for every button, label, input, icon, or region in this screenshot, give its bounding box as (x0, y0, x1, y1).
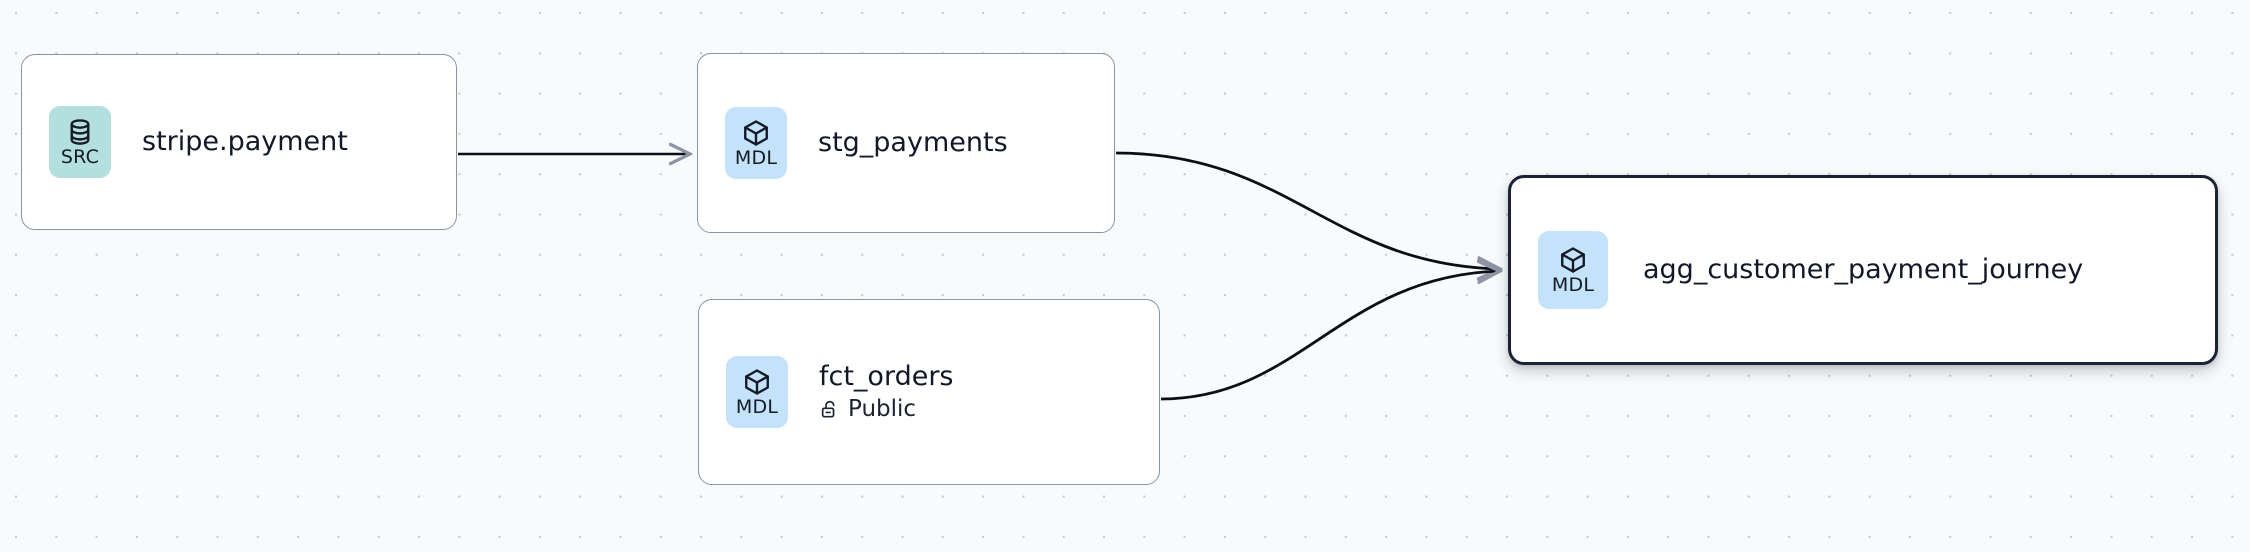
model-badge-label: MDL (735, 396, 779, 418)
node-visibility: Public (819, 397, 954, 421)
model-badge: MDL (725, 107, 787, 179)
edge-fct-to-agg (1160, 271, 1500, 401)
database-icon (65, 117, 95, 147)
model-badge-label: MDL (1551, 274, 1595, 296)
source-badge-label: SRC (60, 146, 100, 168)
node-body: fct_orders Public (819, 360, 954, 421)
node-fct-orders[interactable]: MDL fct_orders Public (698, 299, 1160, 485)
source-badge: SRC (49, 106, 111, 178)
cube-icon (742, 367, 772, 397)
node-body: stripe.payment (142, 125, 348, 157)
model-badge: MDL (726, 356, 788, 428)
node-visibility-label: Public (848, 396, 917, 423)
node-body: stg_payments (818, 126, 1008, 158)
model-badge: MDL (1538, 231, 1608, 309)
node-title: stripe.payment (142, 125, 348, 157)
cube-icon (741, 118, 771, 148)
node-agg-customer-payment-journey[interactable]: MDL agg_customer_payment_journey (1508, 175, 2218, 365)
node-title: fct_orders (819, 360, 954, 392)
model-badge-label: MDL (734, 147, 778, 169)
edge-stg-to-agg (1115, 151, 1500, 269)
node-stripe-payment[interactable]: SRC stripe.payment (21, 54, 457, 230)
node-title: stg_payments (818, 126, 1008, 158)
cube-icon (1558, 245, 1588, 275)
node-stg-payments[interactable]: MDL stg_payments (697, 53, 1115, 233)
node-title: agg_customer_payment_journey (1643, 253, 2084, 285)
unlock-icon (819, 399, 840, 420)
node-body: agg_customer_payment_journey (1643, 253, 2084, 285)
